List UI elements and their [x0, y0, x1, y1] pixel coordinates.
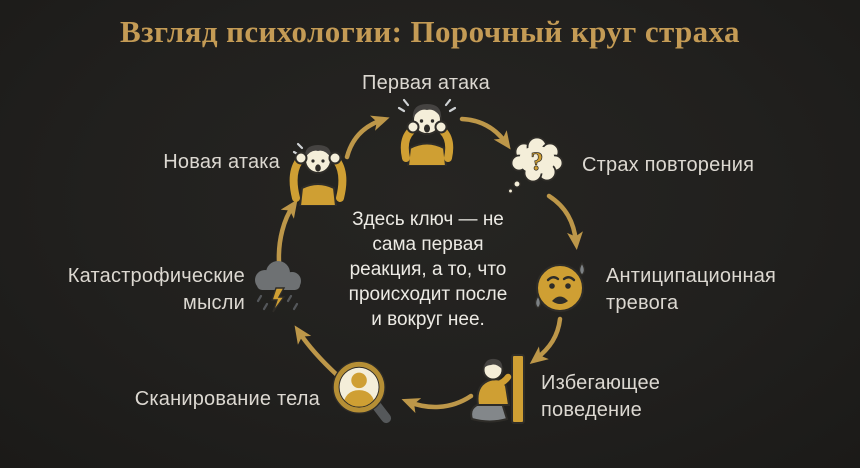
page-title: Взгляд психологии: Порочный круг страха	[120, 14, 740, 49]
center-key-note: Здесь ключ — не сама первая реакция, а т…	[348, 209, 508, 330]
label-catastrophic-thoughts: Катастрофические мысли	[67, 265, 245, 314]
panic-person-icon	[397, 98, 457, 166]
arrow-first-attack-to-fear-repetition	[459, 116, 511, 150]
question-mark-glyph: ?	[531, 147, 544, 176]
arrow-fear-repetition-to-anticipatory-anxiety	[546, 193, 583, 250]
arrow-anticipatory-anxiety-to-avoidant-behavior	[529, 316, 563, 364]
hiding-person-icon	[470, 354, 525, 424]
thought-bubble-question-icon: ?	[507, 136, 564, 194]
worried-emoji-icon	[534, 261, 586, 312]
label-avoidant-behavior: Избегающее поведение	[541, 372, 661, 421]
label-body-scanning: Сканирование тела	[134, 388, 320, 410]
panic-person-icon	[289, 142, 347, 206]
storm-cloud-icon	[255, 261, 301, 313]
label-fear-repetition: Страх повторения	[582, 154, 755, 176]
label-anticipatory-anxiety: Антиципационная тревога	[606, 265, 777, 314]
label-first-attack: Первая атака	[362, 72, 490, 94]
magnifier-person-icon	[332, 360, 392, 424]
arrow-new-attack-to-first-attack	[344, 115, 390, 160]
arrow-catastrophic-thoughts-to-new-attack	[276, 199, 298, 265]
label-new-attack: Новая атака	[163, 151, 280, 173]
